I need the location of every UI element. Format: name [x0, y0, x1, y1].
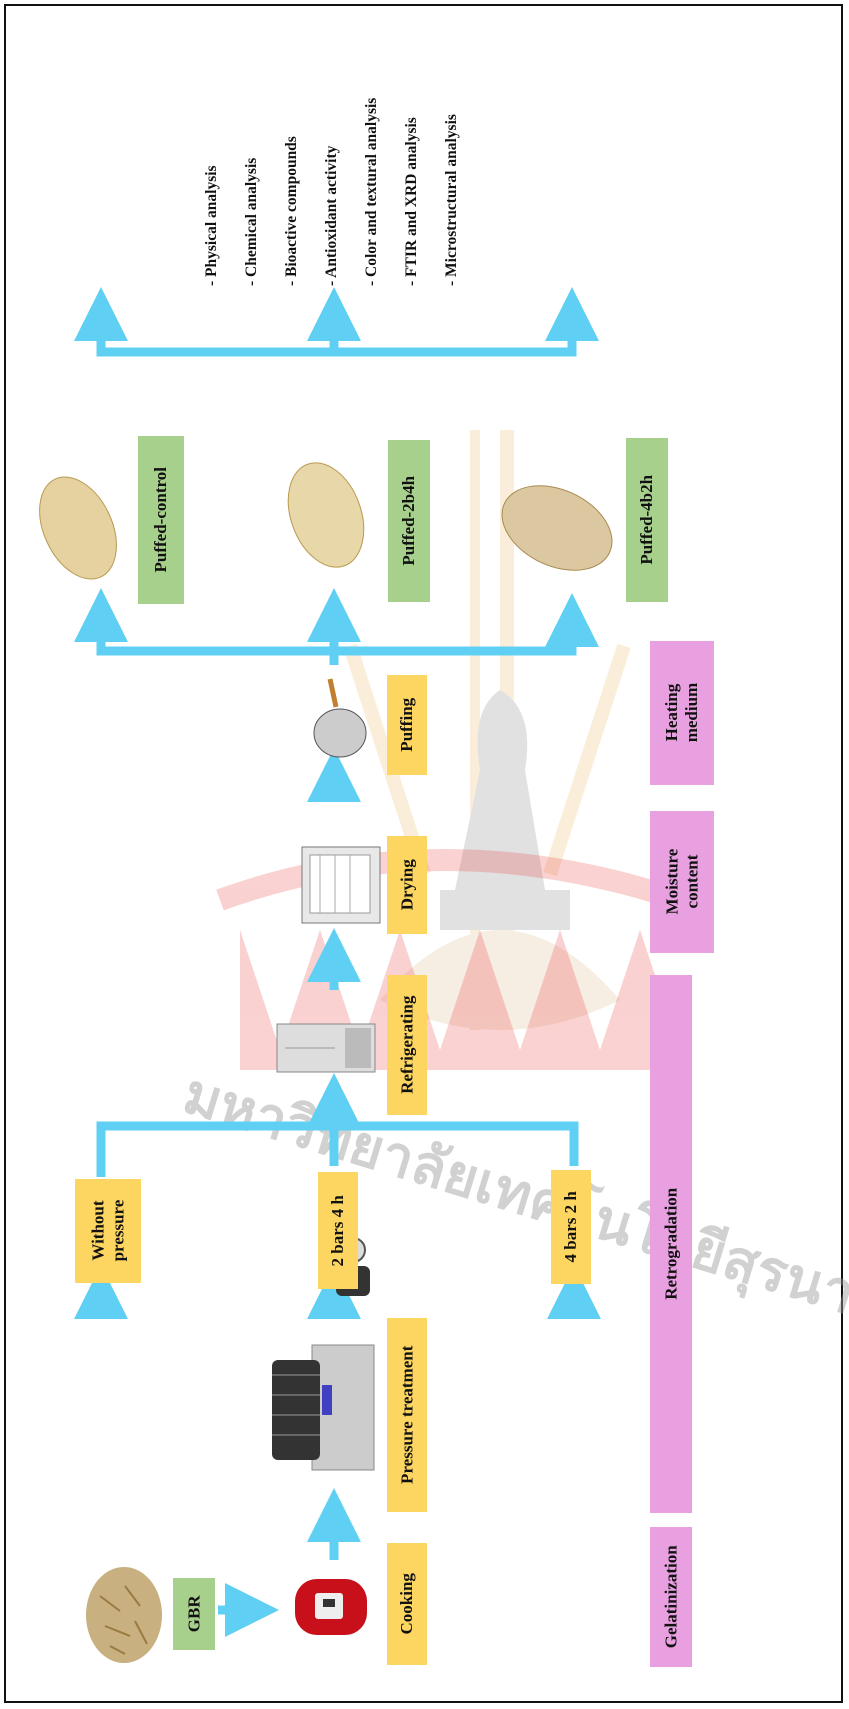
gbr-label: GBR — [184, 1596, 204, 1633]
two-bars-label: 2 bars 4 h — [328, 1195, 348, 1266]
gelatinization-stage: Gelatinization — [650, 1527, 692, 1667]
puffing-label: Puffing — [397, 698, 417, 752]
puffed-rice-4b2h-image — [495, 478, 620, 578]
gelatinization-label: Gelatinization — [661, 1546, 681, 1649]
puffed-4b2h-label: Puffed-4b2h — [637, 475, 657, 565]
pressure-treatment-box: Pressure treatment — [387, 1318, 427, 1512]
analysis-item: - Microstructural analysis — [443, 114, 461, 286]
pressure-vessel-image — [262, 1325, 380, 1475]
retrogradation-label: Retrogradation — [661, 1188, 681, 1300]
puffing-box: Puffing — [387, 675, 427, 775]
drying-label: Drying — [397, 859, 417, 910]
puffed-rice-2b4h-image — [276, 460, 376, 570]
cooking-box: Cooking — [387, 1543, 427, 1665]
pressure-treatment-label: Pressure treatment — [397, 1346, 417, 1484]
four-bars-box: 4 bars 2 h — [551, 1170, 591, 1284]
puffed-control-label: Puffed-control — [151, 467, 171, 572]
drying-oven-image — [300, 845, 382, 925]
refrigerating-box: Refrigerating — [387, 975, 427, 1115]
puffing-pan-image — [308, 675, 370, 763]
puffed-2b4h-label: Puffed-2b4h — [399, 476, 419, 566]
puffed-control-box: Puffed-control — [138, 436, 184, 604]
two-bars-box: 2 bars 4 h — [318, 1172, 358, 1289]
gbr-box: GBR — [173, 1578, 215, 1650]
analysis-item: - FTIR and XRD analysis — [403, 117, 421, 286]
retrogradation-stage: Retrogradation — [650, 975, 692, 1513]
analysis-item: - Bioactive compounds — [283, 136, 301, 286]
refrigerating-label: Refrigerating — [397, 996, 417, 1094]
four-bars-label: 4 bars 2 h — [561, 1191, 581, 1262]
refrigerator-image — [275, 1018, 379, 1078]
cooking-label: Cooking — [397, 1573, 417, 1634]
rice-grains-image — [85, 1566, 163, 1664]
puffed-2b4h-box: Puffed-2b4h — [388, 440, 430, 602]
puffed-rice-control-image — [28, 473, 128, 583]
analysis-item: - Color and textural analysis — [363, 98, 381, 286]
puffed-4b2h-box: Puffed-4b2h — [626, 438, 668, 602]
analysis-item: - Antioxidant activity — [323, 146, 341, 286]
analysis-item: - Chemical analysis — [243, 158, 261, 286]
drying-box: Drying — [387, 836, 427, 934]
rice-cooker-image — [293, 1575, 369, 1639]
analysis-item: - Physical analysis — [203, 165, 221, 286]
